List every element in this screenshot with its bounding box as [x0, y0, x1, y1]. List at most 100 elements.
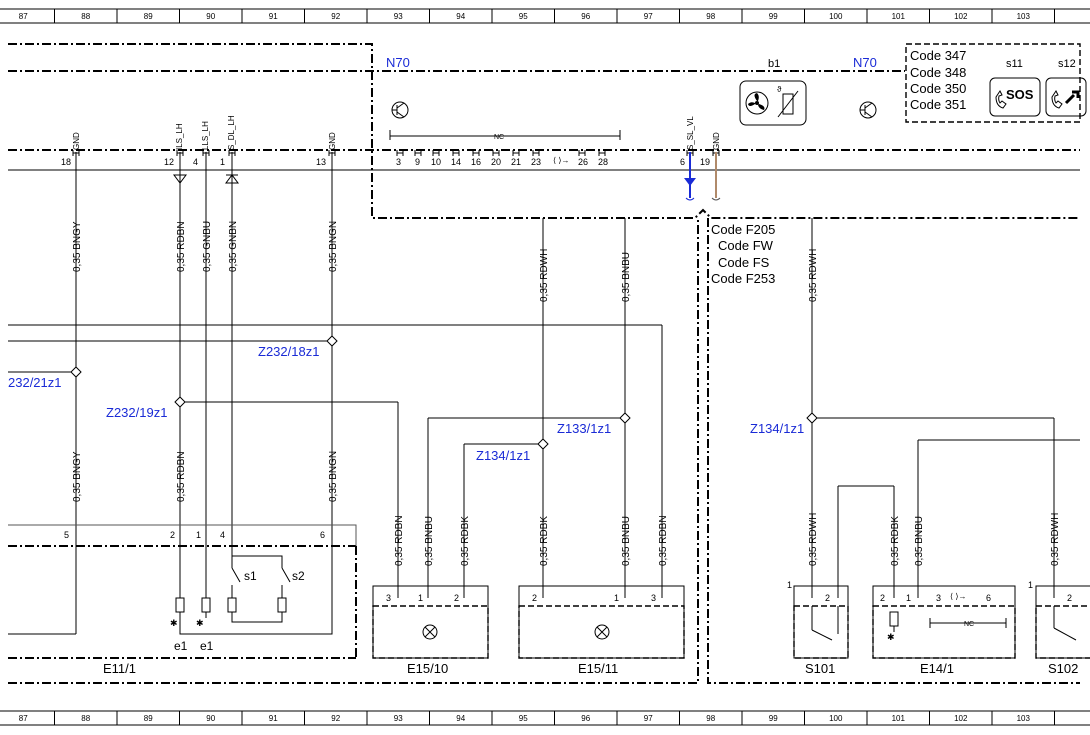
svg-text:0,35 BNBU: 0,35 BNBU — [424, 516, 435, 566]
svg-text:Z232/18z1: Z232/18z1 — [258, 344, 319, 359]
grid-column-label: 94 — [456, 714, 465, 723]
svg-text:Code F253: Code F253 — [711, 271, 775, 286]
svg-text:232/21z1: 232/21z1 — [8, 375, 62, 390]
svg-text:Code 350: Code 350 — [910, 81, 966, 96]
svg-text:0,35 BNBU: 0,35 BNBU — [621, 516, 632, 566]
pin-mark — [532, 150, 540, 156]
grid-column-label: 102 — [954, 12, 968, 21]
svg-text:4: 4 — [193, 157, 198, 167]
service-button-icon — [1045, 77, 1087, 117]
s101-component: 1 2 S101 — [787, 580, 849, 676]
svg-text:1: 1 — [220, 157, 225, 167]
grid-column-label: 87 — [19, 12, 28, 21]
svg-text:0,35 RDBN: 0,35 RDBN — [176, 451, 187, 502]
svg-text:19: 19 — [700, 157, 710, 167]
svg-text:0,35 RDBN: 0,35 RDBN — [658, 515, 669, 566]
svg-text:20: 20 — [491, 157, 501, 167]
sos-button-icon: SOS — [989, 77, 1041, 117]
grid-column-label: 90 — [206, 12, 215, 21]
svg-text:2: 2 — [170, 530, 175, 540]
svg-text:3: 3 — [936, 593, 941, 603]
svg-text:Code 348: Code 348 — [910, 65, 966, 80]
svg-text:1: 1 — [196, 530, 201, 540]
svg-text:23: 23 — [531, 157, 541, 167]
grid-column-label: 101 — [892, 12, 906, 21]
svg-text:2: 2 — [880, 593, 885, 603]
s11-label: s11 — [1006, 58, 1023, 70]
svg-text:16: 16 — [471, 157, 481, 167]
e11-component: 5 2 1 4 6 ✱ ✱ s1 s2 e1 e1 E11/1 — [64, 530, 333, 676]
svg-text:NC: NC — [494, 134, 504, 141]
svg-text:e1: e1 — [174, 639, 188, 653]
grid-column-label: 97 — [644, 12, 653, 21]
svg-text:3: 3 — [396, 157, 401, 167]
svg-text:6: 6 — [680, 157, 685, 167]
svg-text:4: 4 — [220, 530, 225, 540]
svg-text:E15/10: E15/10 — [407, 661, 448, 676]
grid-column-label: 96 — [581, 714, 590, 723]
svg-text:14: 14 — [451, 157, 461, 167]
splice-labels: Z232/18z1 232/21z1 Z232/19z1 Z133/1z1 Z1… — [8, 344, 804, 463]
svg-text:2: 2 — [825, 593, 830, 603]
b1-label: b1 — [768, 58, 780, 70]
svg-text:SOS: SOS — [1006, 87, 1034, 102]
svg-text:0,35 RDBN: 0,35 RDBN — [176, 221, 187, 272]
svg-text:GND: GND — [328, 132, 337, 150]
svg-text:2: 2 — [532, 593, 537, 603]
s12-label: s12 — [1058, 58, 1076, 70]
pin-mark — [452, 150, 460, 156]
grid-column-label: 87 — [19, 714, 28, 723]
pin-mark — [598, 150, 606, 156]
e15-10-component: 3 1 2 E15/10 — [372, 585, 489, 676]
grid-column-label: 89 — [144, 714, 153, 723]
svg-text:18: 18 — [61, 157, 71, 167]
svg-text:0,35 RDWH: 0,35 RDWH — [808, 513, 819, 566]
svg-text:1: 1 — [614, 593, 619, 603]
grid-column-label: 100 — [829, 12, 843, 21]
svg-text:2: 2 — [1067, 593, 1072, 603]
svg-text:0,35 RDBN: 0,35 RDBN — [394, 515, 405, 566]
svg-text:Z232/19z1: Z232/19z1 — [106, 405, 167, 420]
svg-text:GND: GND — [72, 132, 81, 150]
svg-text:✱: ✱ — [887, 632, 895, 642]
transistor-icon — [859, 101, 877, 119]
svg-text:3: 3 — [651, 593, 656, 603]
e14-component: 2 1 3 6 ⟨ ⟩→ ✱ NC E14/1 — [872, 585, 1016, 676]
grid-column-label: 102 — [954, 714, 968, 723]
svg-text:⟨ ⟩→: ⟨ ⟩→ — [553, 156, 569, 165]
svg-text:2: 2 — [454, 593, 459, 603]
svg-text:0,35 RDBK: 0,35 RDBK — [539, 516, 550, 566]
diode-icon — [173, 174, 239, 184]
svg-text:0,35 RDBK: 0,35 RDBK — [460, 516, 471, 566]
svg-text:10: 10 — [431, 157, 441, 167]
grid-column-label: 103 — [1017, 714, 1031, 723]
grid-column-label: 95 — [519, 714, 528, 723]
svg-text:✱: ✱ — [170, 618, 178, 628]
nc-bracket: NC — [389, 130, 621, 141]
svg-text:21: 21 — [511, 157, 521, 167]
svg-text:5: 5 — [64, 530, 69, 540]
pin-mark — [432, 150, 440, 156]
svg-text:12: 12 — [164, 157, 174, 167]
grid-column-label: 97 — [644, 714, 653, 723]
svg-text:Code FW: Code FW — [718, 238, 774, 253]
svg-text:0,35 RDWH: 0,35 RDWH — [539, 249, 550, 302]
grid-column-label: 98 — [706, 714, 715, 723]
svg-text:E15/11: E15/11 — [578, 661, 618, 676]
fan-sensor-icon: ϑ — [739, 80, 807, 126]
svg-text:0,35 BNBU: 0,35 BNBU — [914, 516, 925, 566]
svg-text:0,35 BNGY: 0,35 BNGY — [72, 221, 83, 272]
svg-text:S_DL_LH: S_DL_LH — [227, 115, 236, 150]
svg-text:9: 9 — [415, 157, 420, 167]
svg-text:0,35 RDBK: 0,35 RDBK — [890, 516, 901, 566]
pin-mark — [492, 150, 500, 156]
svg-text:✱: ✱ — [196, 618, 204, 628]
codes-top-list: Code 347 Code 348 Code 350 Code 351 — [910, 48, 966, 112]
svg-text:S101: S101 — [805, 661, 835, 676]
e15-11-component: 2 1 3 E15/11 — [518, 585, 685, 676]
blue-wire — [684, 152, 721, 201]
grid-column-label: 88 — [81, 12, 90, 21]
svg-text:6: 6 — [320, 530, 325, 540]
svg-text:0,35 GNBN: 0,35 GNBN — [228, 221, 239, 272]
